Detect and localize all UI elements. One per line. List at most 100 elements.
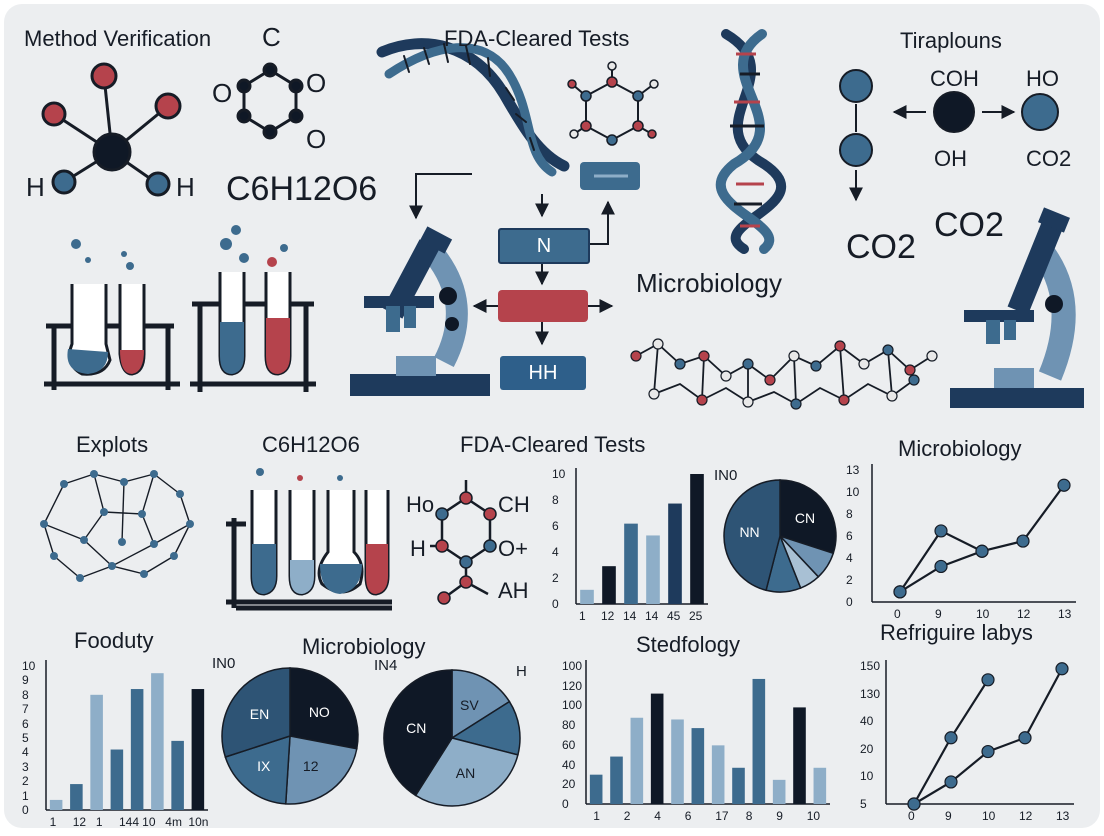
ring-top-label: C	[262, 22, 281, 52]
x-tick-label: 0	[894, 607, 901, 621]
reaction-diagram	[839, 69, 1059, 202]
bar	[589, 774, 603, 804]
bar	[711, 745, 725, 804]
y-tick-label: 5	[860, 797, 867, 811]
y-tick-label: 10	[860, 769, 874, 784]
bar	[580, 589, 594, 604]
y-tick-label: 0	[562, 797, 569, 811]
pie-slice	[224, 734, 291, 805]
ring-molecule-icon	[567, 61, 659, 146]
x-tick-label: 4	[654, 809, 661, 823]
y-tick-label: 40	[562, 757, 576, 772]
x-tick-label: 10	[982, 809, 996, 823]
chem-coh-label: COH	[930, 66, 979, 91]
pie-slice-label: EN	[249, 706, 270, 723]
bar	[130, 689, 144, 810]
x-tick-label: 13	[1058, 607, 1072, 621]
pie-slice-label: NO	[308, 704, 330, 721]
y-tick-label: 4	[846, 551, 853, 565]
bar	[671, 719, 684, 804]
x-tick-label: 4m	[165, 815, 182, 828]
chem-co2-b-label: CO2	[934, 206, 1004, 244]
data-point	[934, 524, 948, 538]
glucose-formula-label: C6H12O6	[226, 170, 378, 208]
dna-helix-icon	[376, 38, 570, 177]
x-tick-label: 0	[908, 809, 915, 823]
x-tick-label: 12	[1019, 809, 1033, 823]
pie-slice	[289, 667, 359, 750]
x-tick-label: 12	[72, 815, 87, 828]
pie-slice-label: CN	[794, 509, 816, 526]
bar	[171, 740, 184, 810]
x-tick-label: 1	[579, 609, 586, 623]
x-tick-label: 9	[776, 809, 783, 823]
methane-h-right-label: H	[176, 172, 195, 202]
y-tick-label: 10	[552, 467, 566, 481]
x-tick-label: 45	[667, 609, 681, 623]
methane-molecule-icon	[41, 62, 182, 197]
bar	[646, 535, 660, 604]
test-tube-rack-icon	[226, 468, 392, 611]
y-tick-label: 7	[22, 702, 29, 717]
chem-co2-a-label: CO2	[846, 228, 916, 266]
x-tick-label: 1	[49, 815, 57, 828]
y-tick-label: 0	[22, 803, 29, 817]
data-point	[1016, 534, 1030, 548]
pie-title: IN0	[714, 467, 738, 484]
pie-slice	[284, 735, 358, 805]
methane-h-left-label: H	[26, 172, 45, 202]
explots-title: Explots	[76, 432, 149, 457]
fda-cleared-tests-title-top: FDA-Cleared Tests	[444, 26, 630, 51]
bar	[668, 503, 682, 604]
x-tick-label: 14	[645, 609, 659, 623]
ring-left-label: O	[212, 78, 233, 108]
y-tick-label: 20	[562, 777, 576, 792]
y-tick-label: 6	[552, 519, 559, 533]
data-point	[893, 585, 907, 599]
data-point	[944, 775, 958, 789]
data-point	[907, 797, 921, 811]
pie-slice	[383, 669, 453, 797]
x-tick-label: 17	[715, 809, 729, 823]
y-tick-label: 2	[846, 573, 853, 587]
glucose-title-mid: C6H12O6	[262, 432, 360, 457]
ring-bottom-label: O	[306, 124, 327, 154]
y-tick-label: 100	[562, 659, 583, 673]
x-tick-label: 6	[684, 809, 692, 823]
illustration-layer	[40, 29, 1084, 811]
chain-molecule-icon	[630, 338, 938, 410]
y-tick-label: 3	[22, 759, 29, 774]
y-tick-label: 40	[860, 714, 874, 729]
bar	[70, 784, 83, 810]
flow-box-n: N	[498, 228, 590, 264]
y-tick-label: 9	[22, 673, 29, 688]
bar	[691, 728, 705, 804]
fooduty-title: Fooduty	[74, 628, 154, 653]
bar	[191, 689, 205, 810]
y-tick-label: 150	[860, 659, 881, 673]
bar	[151, 673, 164, 810]
microscope-icon	[350, 226, 490, 396]
bar	[610, 756, 623, 804]
infographic-canvas: Method Verification FDA-Cleared Tests Ti…	[4, 4, 1100, 828]
data-point	[934, 559, 948, 574]
chem-oh-label: OH	[934, 146, 967, 171]
y-tick-label: 8	[846, 507, 853, 521]
y-tick-label: 1	[22, 788, 29, 803]
x-tick-label: 12	[601, 609, 615, 623]
pie-slice-label: SV	[460, 697, 479, 714]
dna-vertical-icon	[715, 29, 786, 254]
microbiology-title-bottom: Microbiology	[302, 634, 426, 659]
pie-slice-label: CN	[406, 719, 427, 736]
data-point	[981, 744, 995, 759]
series-line	[913, 668, 1063, 805]
y-tick-label: 4	[22, 745, 29, 760]
data-point	[1057, 478, 1071, 492]
x-tick-label: 1	[593, 809, 600, 823]
pie-slice	[451, 669, 511, 740]
mol-ho-label: Ho	[406, 492, 435, 517]
x-tick-label: 8	[745, 809, 753, 823]
series-line	[899, 484, 1065, 593]
network-molecule-icon	[40, 470, 194, 582]
x-tick-label: 2	[623, 809, 631, 823]
